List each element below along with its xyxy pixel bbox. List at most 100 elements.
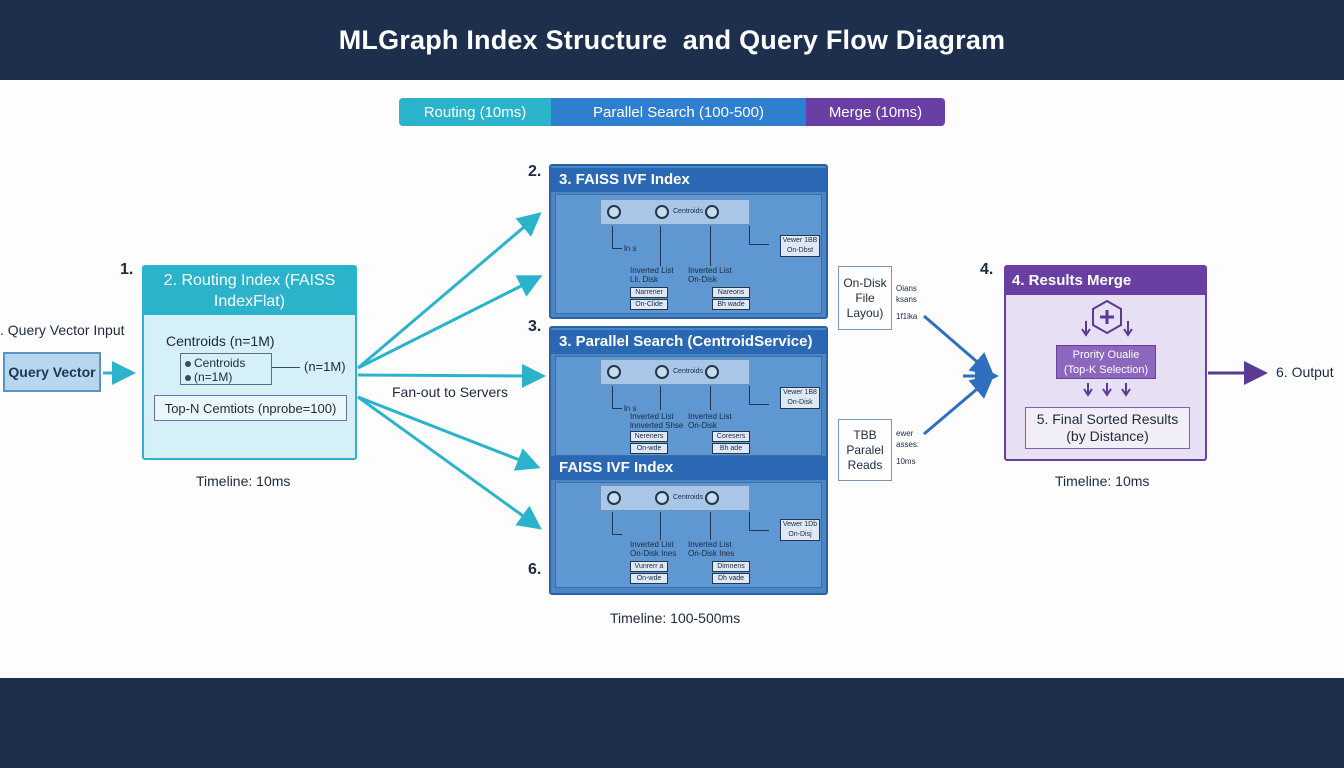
- merge-timeline: Timeline: 10ms: [1055, 473, 1150, 489]
- merge-step-number: 4.: [980, 261, 994, 278]
- routing-header-line-1: 2. Routing Index (FAISS: [163, 272, 336, 289]
- fanout-arrow-2: [357, 275, 543, 370]
- timeline-routing-segment: Routing (10ms): [399, 98, 551, 126]
- tree-line: [612, 512, 613, 534]
- centroid-circle-icon: [607, 491, 621, 505]
- small-label: ln s: [624, 404, 637, 413]
- centroid-circle-icon: [655, 365, 669, 379]
- centroid-strip-label: Centroids: [673, 368, 703, 375]
- inverted-list-cell: On-wde: [630, 573, 668, 584]
- inverted-list-cell: Narrener: [630, 287, 668, 298]
- centroid-circle-icon: [607, 365, 621, 379]
- final-results-line-2: (by Distance): [1066, 428, 1149, 444]
- faiss-ivf-header-top: 3. FAISS IVF Index: [551, 168, 826, 192]
- tree-line: [710, 226, 711, 266]
- centroids-inner-box: Centroids (n=1M): [180, 353, 272, 385]
- merge-arrow-2: [923, 374, 995, 436]
- centroid-circle-icon: [655, 205, 669, 219]
- routing-header-line-2: IndexFlat): [213, 293, 286, 310]
- tree-line: [612, 248, 622, 249]
- title-bar: MLGraph Index Structure and Query Flow D…: [0, 0, 1344, 80]
- centroid-circle-icon: [705, 365, 719, 379]
- top-n-centroids-box: Top-N Cemtiots (nprobe=100): [154, 395, 347, 421]
- on-disk-line-1: On-Disk: [843, 276, 887, 290]
- tree-line: [710, 386, 711, 410]
- fanout-arrow-1: [357, 212, 542, 370]
- connector-line: [272, 367, 300, 368]
- final-results-line-1: 5. Final Sorted Results: [1036, 411, 1179, 427]
- timeline-parallel-segment: Parallel Search (100-500): [551, 98, 806, 126]
- routing-index-box: 2. Routing Index (FAISS IndexFlat) Centr…: [142, 265, 357, 460]
- footer-bar: [0, 678, 1344, 768]
- tree-line: [612, 226, 613, 248]
- centroid-circle-icon: [655, 491, 669, 505]
- tree-line: [612, 386, 613, 408]
- inverted-list-cell: Nareons: [712, 287, 750, 298]
- inverted-list-cell: Bh ade: [712, 443, 750, 454]
- on-disk-file-layout-box: On-Disk File Layou): [838, 266, 892, 330]
- tree-line: [749, 512, 750, 530]
- tree-line: [612, 534, 622, 535]
- priority-queue-box: Prority Oualie (Top-K Selection): [1056, 345, 1156, 379]
- centroid-circle-icon: [705, 491, 719, 505]
- tree-line: [660, 226, 661, 266]
- faiss-ivf-panel-top: 3. FAISS IVF Index Centroids ln s Invert…: [549, 164, 828, 319]
- fanout-label: Fan-out to Servers: [392, 384, 508, 400]
- inverted-list-cell: Dh vade: [712, 573, 750, 584]
- centroid-strip: Centroids: [600, 199, 750, 225]
- centroid-strip: Centroids: [600, 359, 750, 385]
- panel-step-6: 6.: [528, 561, 542, 578]
- inverted-list-cell: Dimnens: [712, 561, 750, 572]
- centroid-strip: Centroids: [600, 485, 750, 511]
- tree-line: [749, 530, 769, 531]
- merge-arrow-1: [923, 314, 995, 377]
- results-merge-box: 4. Results Merge Prority Oualie (Top-K S…: [1004, 265, 1207, 461]
- parallel-search-header: 3. Parallel Search (CentroidService): [551, 330, 826, 354]
- bullet-icon: [185, 360, 191, 367]
- centroid-strip-label: Centroids: [673, 208, 703, 215]
- tbb-line-2: Paralel: [846, 443, 884, 457]
- panel-step-2: 2.: [528, 163, 542, 180]
- faiss-ivf-header-bottom: FAISS IVF Index: [551, 456, 826, 480]
- tree-line: [749, 226, 750, 244]
- small-label: ln s: [624, 244, 637, 253]
- search-timeline: Timeline: 100-500ms: [610, 610, 741, 626]
- fanout-arrow-3: [357, 363, 546, 388]
- on-disk-line-2: File: [855, 291, 875, 305]
- query-vector-input-label: . Query Vector Input: [0, 322, 125, 338]
- page-title: MLGraph Index Structure and Query Flow D…: [338, 24, 1006, 55]
- tbb-parallel-reads-box: TBB Paralel Reads: [838, 419, 892, 481]
- output-label: 6. Output: [1276, 364, 1334, 380]
- panel-step-3: 3.: [528, 318, 542, 335]
- final-sorted-results-box: 5. Final Sorted Results (by Distance): [1025, 407, 1190, 449]
- inverted-list-cell: On-wde: [630, 443, 668, 454]
- on-disk-line-3: Layou): [846, 306, 884, 320]
- tree-line: [710, 512, 711, 540]
- parallel-search-panel: 3. Parallel Search (CentroidService) Cen…: [549, 326, 828, 595]
- query-vector-box: Query Vector: [3, 352, 101, 392]
- inverted-list-cell: Vunrerr a: [630, 561, 668, 572]
- inverted-list-cell: Nereners: [630, 431, 668, 442]
- centroids-inner-line-1: Centroids: [194, 356, 246, 370]
- routing-timeline: Timeline: 10ms: [196, 473, 291, 489]
- priority-queue-line-2: (Top-K Selection): [1063, 364, 1149, 376]
- centroids-inner-line-2: (n=1M): [194, 370, 233, 384]
- centroid-circle-icon: [607, 205, 621, 219]
- tree-line: [612, 408, 622, 409]
- routing-step-number: 1.: [120, 261, 134, 278]
- inverted-list-cell: On-Clide: [630, 299, 668, 310]
- centroids-label: Centroids (n=1M): [166, 333, 275, 349]
